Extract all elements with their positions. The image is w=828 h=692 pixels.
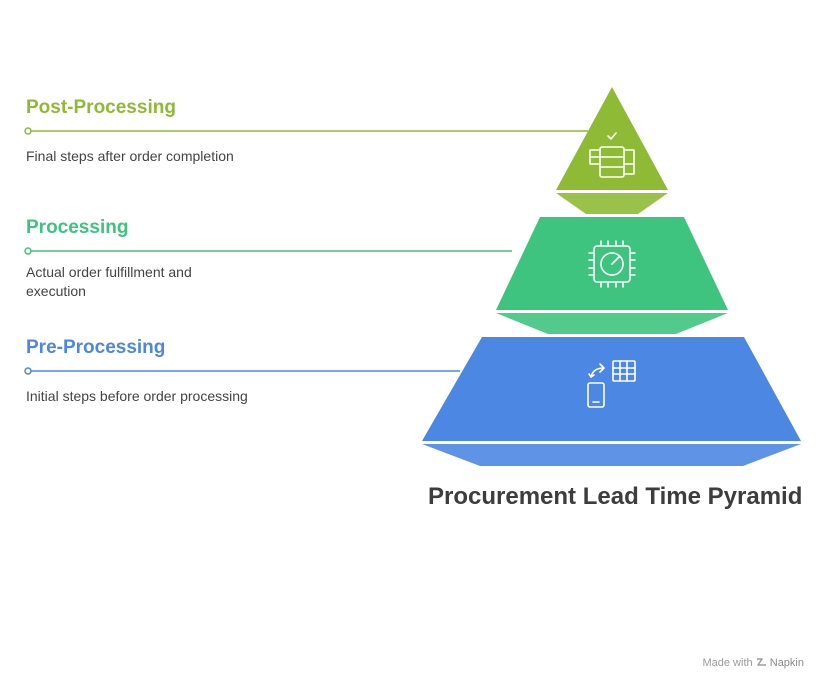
made-with-label: Made with xyxy=(702,657,753,669)
stage-title: Processing xyxy=(26,217,129,238)
stage-description: Final steps after order completion xyxy=(26,148,234,164)
stage-title: Pre-Processing xyxy=(26,337,166,358)
pyramid-tier-post-processing xyxy=(556,87,668,214)
pyramid-tier-pre-processing xyxy=(422,337,801,466)
napkin-logo-icon xyxy=(756,658,766,666)
connector-post-processing xyxy=(24,127,588,135)
stage-title: Post-Processing xyxy=(26,97,176,118)
chip-icon xyxy=(588,240,636,288)
stage-description: Actual order fulfillment and execution xyxy=(26,264,192,299)
connector-processing xyxy=(24,247,512,255)
diagram-title: Procurement Lead Time Pyramid xyxy=(428,483,803,510)
napkin-watermark: Made with Napkin xyxy=(702,657,804,669)
checklist-icon xyxy=(589,132,635,178)
stage-description: Initial steps before order processing xyxy=(26,388,248,404)
device-table-transfer-icon xyxy=(587,360,636,408)
connector-pre-processing xyxy=(24,367,460,375)
napkin-brand: Napkin xyxy=(769,657,804,669)
